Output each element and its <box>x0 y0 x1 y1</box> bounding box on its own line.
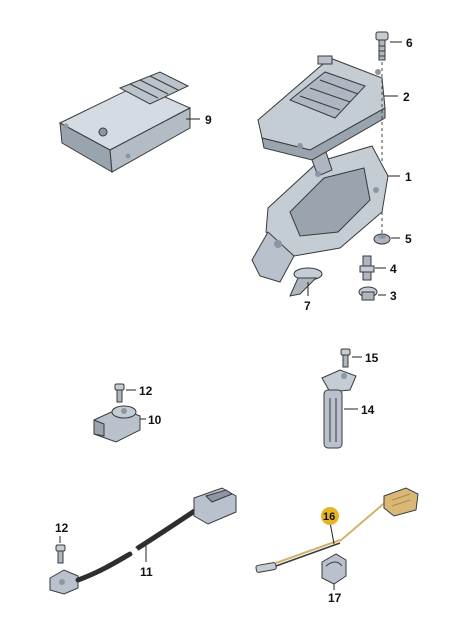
label-7: 7 <box>304 299 311 313</box>
label-15: 15 <box>365 351 379 365</box>
part-12-bolt-upper <box>114 383 125 403</box>
part-6-bolt <box>375 31 389 61</box>
leader-16 <box>329 521 335 545</box>
label-16: 16 <box>323 511 335 523</box>
part-15-bolt <box>340 348 351 368</box>
part-16-probe-cable <box>255 487 419 573</box>
highlight-badge-16 <box>321 507 339 525</box>
part-9-control-unit <box>58 71 192 173</box>
label-1: 1 <box>405 170 412 184</box>
label-2: 2 <box>403 90 410 104</box>
label-17: 17 <box>328 591 342 605</box>
part-14-sensor <box>321 369 357 449</box>
label-4: 4 <box>390 262 397 276</box>
part-5-nut <box>373 233 391 245</box>
part-1-housing-base <box>251 145 389 283</box>
label-14: 14 <box>361 403 375 417</box>
part-10-sensor <box>93 405 141 443</box>
part-12-bolt-lower <box>55 544 66 564</box>
label-5: 5 <box>405 232 412 246</box>
part-2-housing-cover <box>257 55 386 161</box>
label-11: 11 <box>140 565 153 579</box>
part-17-clip <box>321 553 347 585</box>
label-12-upper: 12 <box>139 384 153 398</box>
label-6: 6 <box>406 36 413 50</box>
label-3: 3 <box>390 289 397 303</box>
part-7-spreader-clip <box>289 267 323 297</box>
label-12-lower: 12 <box>55 521 69 535</box>
label-9: 9 <box>205 113 212 127</box>
part-3-grommet <box>358 286 378 301</box>
part-11-sensor-cable <box>49 487 237 595</box>
part-4-stud <box>359 255 375 281</box>
label-10: 10 <box>148 413 162 427</box>
